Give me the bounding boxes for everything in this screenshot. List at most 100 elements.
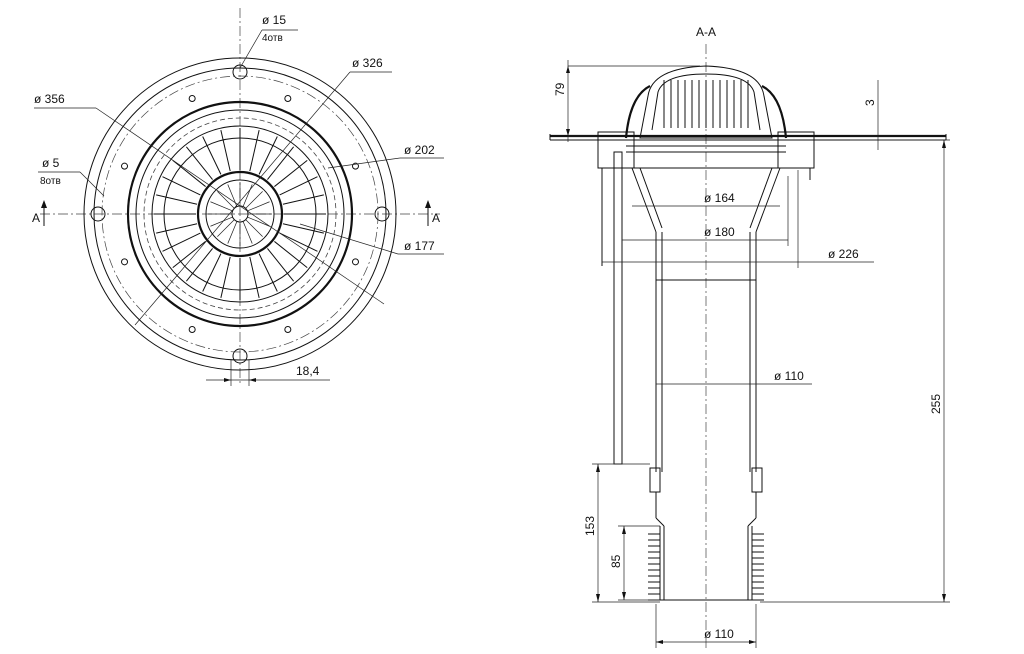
- dim-hole-large-qty: 4отв: [262, 33, 283, 44]
- grate-rib: [202, 253, 222, 292]
- grate-rib: [258, 253, 278, 292]
- dim-grate: ø 177: [299, 223, 444, 255]
- roof-flange: [549, 131, 947, 266]
- hub-ray: [245, 191, 263, 209]
- dim-lower-height: 153: [583, 463, 660, 603]
- section-marker-right: A: [425, 200, 440, 226]
- dim-collar: ø 180: [622, 176, 789, 246]
- dim-hole-large-value: ø 15: [262, 13, 286, 27]
- small-hole: [188, 325, 196, 333]
- dim-grate-value: ø 177: [404, 239, 435, 253]
- dim-lower-height-value: 153: [583, 516, 597, 536]
- dim-bolt-circle-value: ø 326: [352, 56, 383, 70]
- plan-view: A A ø 15 4отв ø 326 ø 356: [32, 8, 444, 386]
- hub-ray: [247, 216, 270, 227]
- dim-hole-small-value: ø 5: [42, 156, 60, 170]
- hole-left: [90, 206, 106, 222]
- funnel: [631, 167, 781, 233]
- bolt-circle: [101, 75, 379, 353]
- outlet-spigot: [648, 526, 764, 601]
- hub-ray: [242, 221, 253, 244]
- grate-rib: [172, 159, 206, 187]
- dim-pipe: ø 110: [656, 369, 812, 385]
- dim-bolt-circle: ø 326: [134, 56, 392, 326]
- grate-rib: [279, 232, 318, 252]
- mounting-holes-large: [90, 64, 390, 364]
- hole-top: [232, 64, 248, 80]
- section-label-right: A: [432, 211, 440, 225]
- section-label-left: A: [32, 211, 40, 225]
- dim-hole-large: ø 15 4отв: [239, 13, 298, 69]
- section-title: A-A: [696, 25, 716, 39]
- dim-flange-thickness-value: 3: [863, 99, 877, 106]
- small-hole: [121, 258, 129, 266]
- grate-rib: [220, 130, 231, 172]
- grate-rib: [249, 130, 260, 172]
- hub-ray: [210, 201, 233, 212]
- grate-rib: [202, 136, 222, 175]
- dim-collar-value: ø 180: [704, 225, 735, 239]
- dim-hole-small: ø 5 8отв: [38, 156, 105, 197]
- grate-rib: [185, 248, 213, 282]
- grate-rib: [274, 241, 308, 269]
- grate-rib: [279, 176, 318, 196]
- dim-outer: ø 356: [34, 92, 385, 305]
- outer-flange-edge: [83, 57, 397, 371]
- dim-total-height: 255: [760, 139, 950, 603]
- grate-rib: [282, 223, 324, 234]
- grate-rib: [282, 194, 324, 205]
- hub-ray: [227, 221, 238, 244]
- ring-inner-edge: [135, 109, 345, 319]
- hub-rays: [208, 182, 272, 246]
- grate-rib: [185, 146, 213, 180]
- pipe-coupling: [649, 467, 763, 527]
- dim-neck-value: ø 164: [704, 191, 735, 205]
- grate-rib: [220, 256, 231, 298]
- hub-ray: [217, 191, 235, 209]
- grate-rib: [258, 136, 278, 175]
- hole-right: [374, 206, 390, 222]
- dim-dome-height: 79: [553, 60, 700, 142]
- hub-ring: [205, 179, 275, 249]
- small-hole: [121, 162, 129, 170]
- dim-width-value: 18,4: [296, 364, 320, 378]
- dim-flange-value: ø 226: [828, 247, 859, 261]
- dim-flange: ø 226: [602, 170, 874, 268]
- grate-rib: [267, 146, 295, 180]
- inner-dashed-circle: [143, 117, 337, 311]
- grate-rib: [162, 232, 201, 252]
- grate-rib: [156, 194, 198, 205]
- dim-inner-ring: ø 202: [327, 143, 444, 169]
- grate-outer: [151, 125, 329, 303]
- small-hole: [284, 95, 292, 103]
- grate-rib: [172, 241, 206, 269]
- section-view: A-A: [549, 25, 950, 650]
- dim-pipe-value: ø 110: [774, 369, 804, 383]
- dome-slots: [663, 80, 749, 128]
- heating-strip: [613, 151, 623, 465]
- dim-spigot-height: 85: [609, 525, 660, 601]
- small-hole: [284, 325, 292, 333]
- dim-outlet: ø 110: [655, 604, 757, 648]
- mounting-holes-small: [121, 95, 359, 333]
- small-hole: [188, 95, 196, 103]
- section-marker-left: A: [32, 200, 47, 226]
- dim-width: 18,4: [206, 360, 330, 386]
- hub-ray: [242, 184, 253, 207]
- clamping-ring: [126, 100, 354, 328]
- grate-rib: [274, 159, 308, 187]
- dim-inner-ring-value: ø 202: [404, 143, 435, 157]
- grate-rib: [156, 223, 198, 234]
- dim-outer-value: ø 356: [34, 92, 65, 106]
- dim-dome-height-value: 79: [553, 82, 567, 96]
- hole-bottom: [232, 348, 248, 364]
- hub-ray: [210, 216, 233, 227]
- dim-spigot-height-value: 85: [609, 554, 623, 568]
- grate-rib: [249, 256, 260, 298]
- spigot-ribs: [648, 533, 764, 601]
- dim-outlet-value: ø 110: [704, 627, 734, 641]
- hub-ray: [245, 219, 263, 237]
- dim-hole-small-qty: 8отв: [40, 176, 61, 187]
- hub-ray: [247, 201, 270, 212]
- dim-neck: ø 164: [632, 191, 780, 207]
